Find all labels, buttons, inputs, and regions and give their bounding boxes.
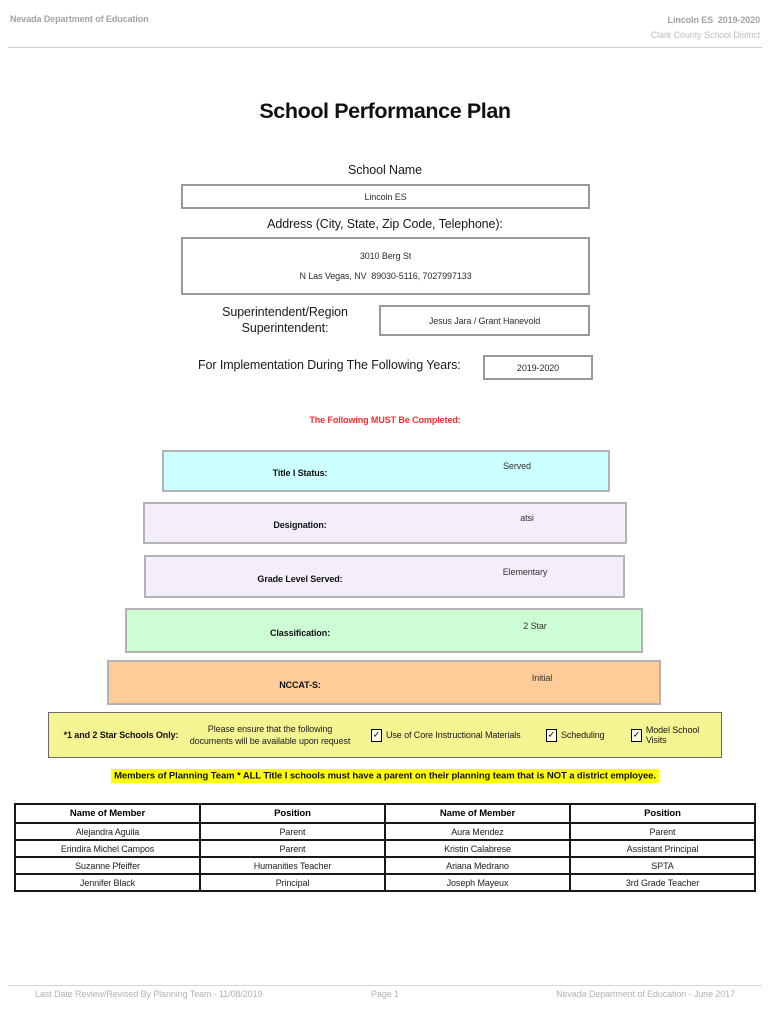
member-name: Kristin Calabrese (384, 839, 571, 858)
status-label: Title I Status: (272, 468, 328, 478)
table-row: Jennifer Black Principal Joseph Mayeux 3… (14, 873, 756, 892)
implementation-years-value: 2019-2020 (516, 362, 560, 373)
table-header-row: Name of Member Position Name of Member P… (14, 803, 756, 824)
member-position: Parent (199, 822, 386, 841)
status-row-classification: Classification: 2 Star (125, 608, 643, 653)
status-value: Initial (531, 672, 553, 683)
footer-divider (8, 985, 762, 986)
member-name: Ariana Medrano (384, 856, 571, 875)
column-header: Name of Member (384, 803, 571, 824)
superintendent-field[interactable]: Jesus Jara / Grant Hanevold (379, 305, 590, 336)
member-position: SPTA (569, 856, 756, 875)
address-field[interactable]: 3010 Berg St N Las Vegas, NV 89030-5116,… (181, 237, 590, 295)
superintendent-label: Superintendent/Region Superintendent: (222, 305, 348, 335)
member-position: Parent (199, 839, 386, 858)
member-name: Alejandra Aguila (14, 822, 201, 841)
footer-revision-date: Last Date Review/Revised By Planning Tea… (35, 989, 263, 999)
status-label: Classification: (269, 627, 330, 638)
status-label: NCCAT-S: (279, 679, 321, 690)
checkbox-label: Scheduling (561, 730, 605, 740)
footer-source: Nevada Department of Education - June 20… (556, 989, 735, 999)
must-complete-notice: The Following MUST Be Completed: (309, 415, 461, 425)
checkbox-item-core-materials: ✓ Use of Core Instructional Materials (371, 713, 521, 757)
checkbox-item-scheduling: ✓ Scheduling (546, 713, 605, 757)
member-name: Erindira Michel Campos (14, 839, 201, 858)
status-label: Designation: (273, 520, 327, 530)
member-name: Joseph Mayeux (384, 873, 571, 892)
member-name: Suzanne Pfeiffer (14, 856, 201, 875)
school-name-field[interactable]: Lincoln ES (181, 184, 590, 209)
column-header: Name of Member (14, 803, 201, 824)
star-schools-box: *1 and 2 Star Schools Only: Please ensur… (48, 712, 722, 758)
column-header: Position (569, 803, 756, 824)
header-divider (8, 47, 762, 48)
status-label: Grade Level Served: (257, 573, 343, 584)
column-header: Position (199, 803, 386, 824)
status-value: atsi (520, 513, 534, 523)
school-name-value: Lincoln ES (364, 191, 407, 202)
address-line2: N Las Vegas, NV 89030-5116, 7027997133 (299, 271, 472, 281)
superintendent-value: Jesus Jara / Grant Hanevold (428, 315, 541, 326)
status-row-nccat-s: NCCAT-S: Initial (107, 660, 661, 705)
header-right: Lincoln ES 2019-2020 Clark County School… (651, 13, 760, 43)
check-mark-icon: ✓ (372, 729, 381, 739)
footer-page-number: Page 1 (371, 989, 399, 999)
star-schools-label: *1 and 2 Star Schools Only: (63, 730, 179, 740)
status-value: 2 Star (523, 620, 547, 631)
member-position: Principal (199, 873, 386, 892)
header-school-year: Lincoln ES 2019-2020 (667, 15, 761, 25)
status-row-designation: Designation: atsi (143, 502, 627, 544)
status-value: Served (503, 461, 531, 471)
implementation-years-label: For Implementation During The Following … (198, 358, 461, 372)
address-line1: 3010 Berg St (359, 251, 412, 261)
planning-team-notice: Members of Planning Team * ALL Title I s… (0, 765, 770, 783)
address-label: Address (City, State, Zip Code, Telephon… (267, 217, 503, 231)
table-row: Suzanne Pfeiffer Humanities Teacher Aria… (14, 856, 756, 875)
member-name: Jennifer Black (14, 873, 201, 892)
school-name-label: School Name (348, 163, 422, 177)
header-district: Clark County School District (650, 30, 760, 40)
header-left: Nevada Department of Education (10, 14, 149, 24)
implementation-years-field[interactable]: 2019-2020 (483, 355, 593, 380)
planning-team-table: Name of Member Position Name of Member P… (14, 803, 756, 892)
checkbox-checked-icon[interactable]: ✓ (631, 728, 642, 742)
page-title: School Performance Plan (259, 99, 511, 123)
member-name: Aura Mendez (384, 822, 571, 841)
checkbox-item-model-visits: ✓ Model School Visits (631, 713, 721, 757)
status-value: Elementary (502, 566, 548, 577)
checkbox-checked-icon[interactable]: ✓ (546, 728, 557, 742)
check-mark-icon: ✓ (547, 729, 556, 739)
status-row-title1: Title I Status: Served (162, 450, 610, 492)
member-position: Assistant Principal (569, 839, 756, 858)
checkbox-label: Model School Visits (645, 725, 700, 745)
member-position: Humanities Teacher (199, 856, 386, 875)
member-position: 3rd Grade Teacher (569, 873, 756, 892)
table-row: Erindira Michel Campos Parent Kristin Ca… (14, 839, 756, 858)
status-row-grade-level: Grade Level Served: Elementary (144, 555, 625, 598)
table-row: Alejandra Aguila Parent Aura Mendez Pare… (14, 822, 756, 841)
checkbox-label: Use of Core Instructional Materials (386, 730, 521, 740)
check-mark-icon: ✓ (632, 729, 641, 739)
star-schools-note: Please ensure that the following documen… (189, 724, 351, 746)
checkbox-checked-icon[interactable]: ✓ (371, 728, 382, 742)
member-position: Parent (569, 822, 756, 841)
